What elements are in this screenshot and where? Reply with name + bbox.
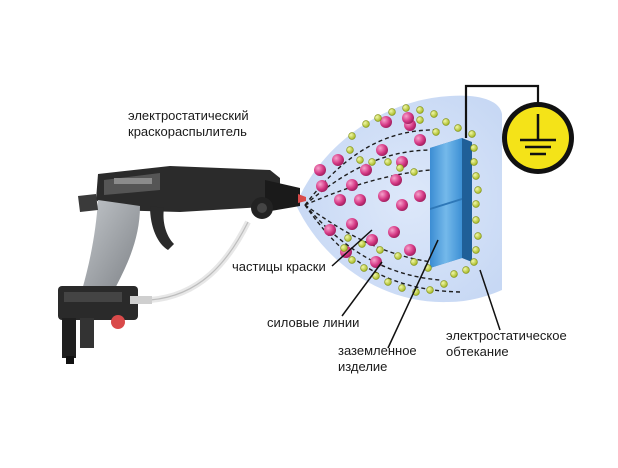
charge-particle xyxy=(474,186,482,194)
pointer-wrap xyxy=(479,269,501,331)
charge-particle xyxy=(430,110,438,118)
paint-particle xyxy=(316,180,328,192)
paint-particle xyxy=(414,134,426,146)
label-sprayer-line2: краскораспылитель xyxy=(128,124,247,139)
paint-particle xyxy=(390,174,402,186)
charge-particle xyxy=(440,280,448,288)
paint-particle xyxy=(324,224,336,236)
paint-particle xyxy=(332,154,344,166)
paint-particle xyxy=(402,112,414,124)
pointer-workpiece xyxy=(387,239,439,349)
charge-particle xyxy=(472,216,480,224)
label-particles-text: частицы краски xyxy=(232,259,326,274)
paint-particle xyxy=(378,190,390,202)
paint-particles xyxy=(314,112,426,268)
charge-particle xyxy=(468,130,476,138)
paint-particle xyxy=(396,199,408,211)
label-grounded-line2: изделие xyxy=(338,359,388,374)
pointer-particles xyxy=(331,229,373,267)
charge-particle xyxy=(416,106,424,114)
charge-particle xyxy=(474,232,482,240)
paint-particle xyxy=(370,256,382,268)
ground-wire xyxy=(464,84,540,138)
charge-particle xyxy=(398,284,406,292)
label-field-lines: силовые линии xyxy=(267,315,359,331)
paint-particle xyxy=(346,218,358,230)
charge-particle xyxy=(416,116,424,124)
charge-particle xyxy=(348,256,356,264)
charge-particle xyxy=(472,246,480,254)
paint-particle xyxy=(360,164,372,176)
charge-particles xyxy=(340,104,482,296)
paint-particle xyxy=(376,144,388,156)
charge-particle xyxy=(470,158,478,166)
charge-particle xyxy=(372,272,380,280)
label-grounded-workpiece: заземленное изделие xyxy=(338,343,417,375)
charge-particle xyxy=(388,108,396,116)
charge-particle xyxy=(384,158,392,166)
charge-particle xyxy=(450,270,458,278)
charge-particle xyxy=(472,200,480,208)
label-field-lines-text: силовые линии xyxy=(267,315,360,330)
paint-particle xyxy=(404,244,416,256)
paint-particle xyxy=(314,164,326,176)
label-wrap-line2: обтекание xyxy=(446,344,509,359)
charge-particle xyxy=(470,144,478,152)
label-electrostatic-wrap: электростатическое обтекание xyxy=(446,328,567,360)
paint-particle xyxy=(388,226,400,238)
charge-particle xyxy=(410,168,418,176)
charge-particle xyxy=(376,246,384,254)
charge-particle xyxy=(384,278,392,286)
grounded-workpiece xyxy=(430,138,472,268)
charge-particle xyxy=(432,128,440,136)
charge-particle xyxy=(454,124,462,132)
paint-particle xyxy=(354,194,366,206)
paint-particle xyxy=(380,116,392,128)
spray-gun-icon xyxy=(58,166,306,364)
paint-particle xyxy=(414,190,426,202)
charge-particle xyxy=(356,156,364,164)
paint-particle xyxy=(334,194,346,206)
ground-symbol-icon xyxy=(502,102,574,174)
pointer-lines xyxy=(331,229,501,349)
charge-particle xyxy=(340,244,348,252)
charge-particle xyxy=(472,172,480,180)
label-sprayer: электростатический краскораспылитель xyxy=(128,108,249,140)
charge-particle xyxy=(374,114,382,122)
charge-particle xyxy=(368,158,376,166)
charge-particle xyxy=(402,104,410,112)
label-grounded-line1: заземленное xyxy=(338,343,417,358)
charge-particle xyxy=(348,132,356,140)
charge-particle xyxy=(442,118,450,126)
paint-particle xyxy=(366,234,378,246)
label-particles: частицы краски xyxy=(232,259,326,275)
charge-particle xyxy=(346,146,354,154)
label-sprayer-line1: электростатический xyxy=(128,108,249,123)
charge-particle xyxy=(360,264,368,272)
paint-particle xyxy=(346,179,358,191)
charge-particle xyxy=(362,120,370,128)
charge-particle xyxy=(358,240,366,248)
charge-particle xyxy=(426,286,434,294)
charge-particle xyxy=(394,252,402,260)
pointer-field-lines xyxy=(341,261,383,317)
charge-particle xyxy=(344,234,352,242)
charge-particle xyxy=(470,258,478,266)
charge-particle xyxy=(396,164,404,172)
charge-particle xyxy=(462,266,470,274)
charge-particle xyxy=(410,258,418,266)
label-wrap-line1: электростатическое xyxy=(446,328,567,343)
